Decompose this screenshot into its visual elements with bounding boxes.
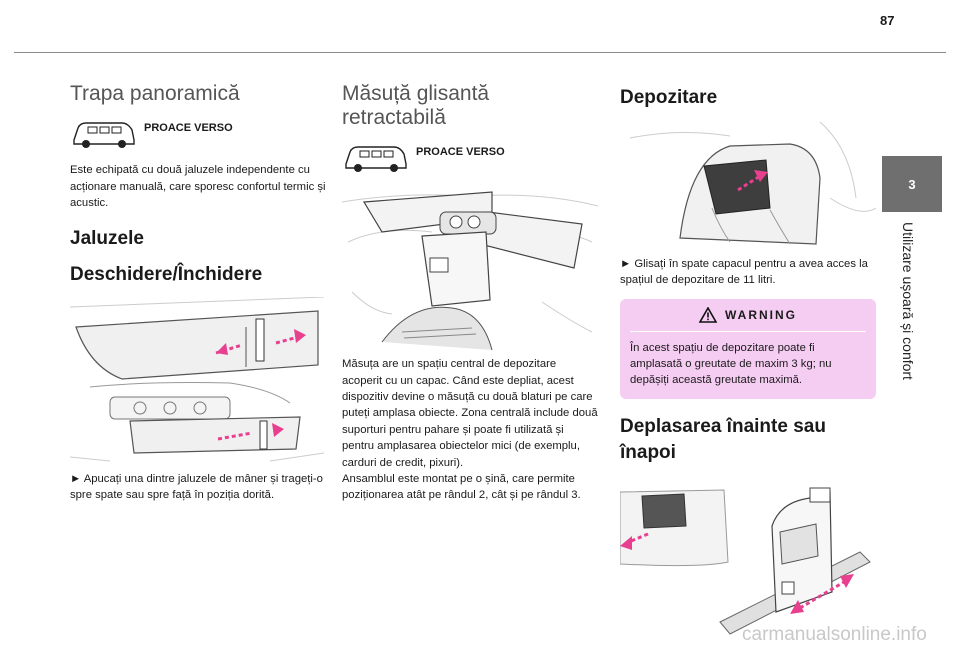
subtitle-open-close: Deschidere/Închidere (70, 264, 263, 286)
warning-header: WARNING (630, 306, 866, 323)
section-sliding-table: Măsuță glisantă retractabilă PROACE VERS… (342, 82, 598, 504)
van-icon (345, 146, 407, 173)
warning-label: WARNING (725, 307, 797, 322)
subtitle-move-line2: înapoi (620, 442, 676, 464)
warning-icon (699, 306, 717, 323)
sunroof-blinds-figure (70, 296, 324, 462)
section-panoramic-roof: Trapa panoramică PROACE VERSO Este echip… (70, 82, 326, 504)
description-text: Măsuța are un spațiu central de depozita… (342, 358, 598, 469)
chapter-tab[interactable]: 3 (882, 156, 942, 212)
model-label: PROACE VERSO (144, 122, 233, 135)
model-row: PROACE VERSO (342, 142, 598, 174)
model-row: PROACE VERSO (70, 118, 326, 150)
model-label: PROACE VERSO (416, 146, 505, 159)
warning-text: În acest spațiu de depozitare poate fi a… (630, 341, 832, 387)
subtitle-blinds: Jaluzele (70, 228, 144, 250)
section-title-line2: retractabilă (342, 106, 446, 130)
storage-compartment-figure (629, 121, 876, 245)
section-title: Depozitare (620, 87, 718, 108)
section-title: Trapa panoramică (70, 82, 240, 105)
instruction-text: ► Glisați în spate capacul pentru a avea… (620, 257, 868, 287)
description-text-2: Ansamblul este montat pe o șină, care pe… (342, 472, 581, 502)
section-title-line1: Măsuță glisantă (342, 82, 490, 105)
warning-box: WARNING În acest spațiu de depozitare po… (620, 298, 876, 399)
rail-movement-figure (620, 487, 871, 635)
watermark: carmanualsonline.info (742, 624, 927, 645)
chapter-label: Utilizare ușoară și confort (900, 222, 916, 380)
warning-divider (630, 330, 866, 332)
van-icon (73, 122, 135, 149)
page-number: 87 (880, 13, 895, 28)
instruction-text: ► Apucați una dintre jaluzele de mâner ș… (70, 472, 323, 502)
header-rule (14, 52, 946, 53)
sliding-table-figure (342, 191, 598, 351)
section-storage: Depozitare ► Glisați în spate capacul pe… (620, 86, 876, 642)
subtitle-move-line1: Deplasarea înainte sau (620, 415, 826, 437)
intro-text: Este echipată cu două jaluzele independe… (70, 164, 326, 209)
